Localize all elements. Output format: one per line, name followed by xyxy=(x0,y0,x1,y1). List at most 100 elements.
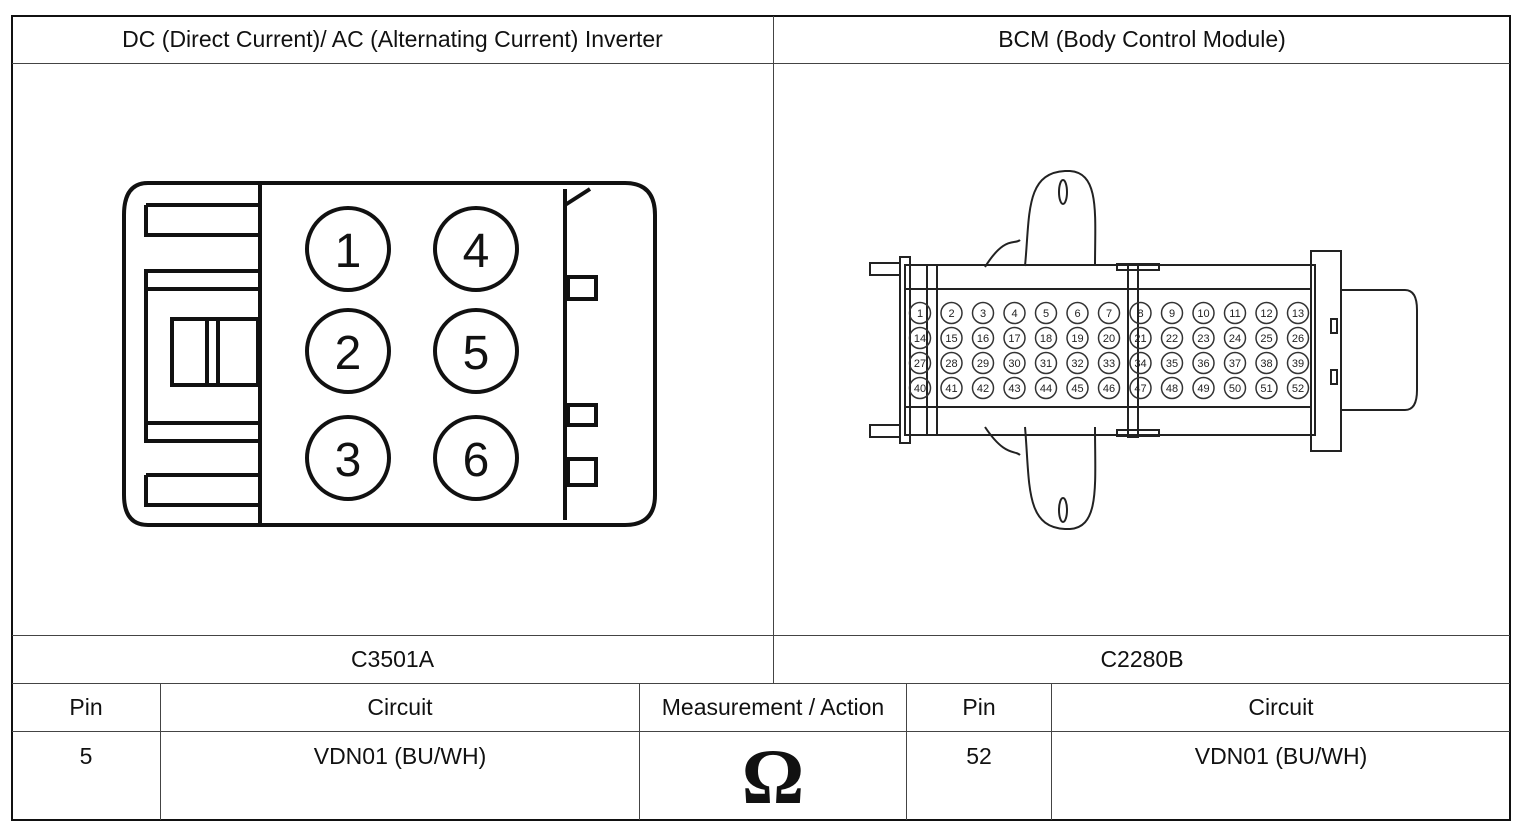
table-header-divider xyxy=(12,731,1510,732)
row-circuit-a: VDN01 (BU/WH) xyxy=(313,742,487,769)
pin-label: 4 xyxy=(463,225,490,278)
inverter-pins xyxy=(305,206,519,501)
bcm-pin-circle xyxy=(971,301,995,325)
bcm-pin-label: 8 xyxy=(1137,308,1143,320)
bcm-pin-label: 24 xyxy=(1229,333,1241,345)
bcm-pin-label: 51 xyxy=(1260,383,1272,395)
bcm-pin-circle xyxy=(908,351,932,375)
bcm-pin-label: 44 xyxy=(1040,383,1052,395)
bcm-pin-circle xyxy=(1034,376,1058,400)
pin-label: 1 xyxy=(335,225,362,278)
bcm-pin-circle xyxy=(971,376,995,400)
bcm-pin-label: 34 xyxy=(1134,358,1146,370)
bcm-pin-circle xyxy=(971,351,995,375)
bcm-pin-label: 32 xyxy=(1071,358,1083,370)
pin-label: 5 xyxy=(463,327,490,380)
bcm-pin-circle xyxy=(1066,351,1089,375)
bcm-pin-label: 35 xyxy=(1166,358,1178,370)
bcm-pin-label: 14 xyxy=(914,333,926,345)
bcm-pin-label: 9 xyxy=(1169,308,1175,320)
bcm-pin-circle xyxy=(1066,301,1089,325)
bcm-pin-circle xyxy=(940,326,963,350)
bcm-pin-label: 10 xyxy=(1197,308,1209,320)
bcm-pin-label: 2 xyxy=(948,308,954,320)
col-header-pin-a: Pin xyxy=(69,694,103,720)
bcm-pin-circle xyxy=(1286,376,1310,400)
bcm-pin-label: 48 xyxy=(1166,383,1178,395)
bcm-pin-circle xyxy=(1129,326,1152,350)
bcm-pin-circle xyxy=(908,376,932,400)
bcm-pin-label: 37 xyxy=(1229,358,1241,370)
ohm-measurement-icon: Ω xyxy=(741,733,805,820)
bcm-pin-circle xyxy=(1066,326,1089,350)
row-circuit-b: VDN01 (BU/WH) xyxy=(1194,742,1368,769)
pin-label: 2 xyxy=(335,327,362,380)
bcm-pin-label: 26 xyxy=(1292,333,1304,345)
bcm-pin-circle xyxy=(1160,326,1184,350)
header-divider xyxy=(12,63,1510,64)
bcm-pin-label: 27 xyxy=(914,358,926,370)
bcm-pin-circle xyxy=(1160,301,1184,325)
bcm-pin-circle xyxy=(1003,301,1026,325)
bcm-pin-circle xyxy=(1255,376,1278,400)
pin-5-circle xyxy=(433,308,519,394)
pin-label: 6 xyxy=(463,434,490,487)
bcm-pin-circle xyxy=(1255,326,1278,350)
bcm-pin-circle xyxy=(1097,351,1121,375)
bcm-pin-label: 31 xyxy=(1040,358,1052,370)
bcm-pin-circle xyxy=(1223,326,1247,350)
bcm-pin-circle xyxy=(1192,301,1215,325)
connector-id-divider xyxy=(12,683,1510,684)
bcm-pin-label: 16 xyxy=(977,333,989,345)
bcm-pin-label: 49 xyxy=(1197,383,1209,395)
bcm-pin-circle xyxy=(1003,376,1026,400)
col-divider-2 xyxy=(639,684,640,820)
bcm-pin-circle xyxy=(940,351,963,375)
bcm-pin-circle xyxy=(940,376,963,400)
col-divider-1 xyxy=(160,684,161,820)
bcm-pin-circle xyxy=(1160,376,1184,400)
col-divider-3 xyxy=(906,684,907,820)
bcm-pin-label: 17 xyxy=(1008,333,1020,345)
bcm-pin-label: 21 xyxy=(1134,333,1146,345)
bcm-pin-label: 52 xyxy=(1292,383,1304,395)
bcm-pin-label: 36 xyxy=(1197,358,1209,370)
bcm-pin-label: 22 xyxy=(1166,333,1178,345)
bcm-pin-label: 18 xyxy=(1040,333,1052,345)
bcm-pin-circle xyxy=(908,326,932,350)
bcm-pin-circle xyxy=(1034,326,1058,350)
bcm-pin-label: 50 xyxy=(1229,383,1241,395)
col-header-circuit-a: Circuit xyxy=(367,694,433,720)
col-divider-4 xyxy=(1051,684,1052,820)
pin-6-circle xyxy=(433,415,519,501)
bcm-pin-circle xyxy=(940,301,963,325)
bcm-pin-circle xyxy=(1129,351,1152,375)
bcm-pin-label: 45 xyxy=(1071,383,1083,395)
pin-3-circle xyxy=(305,415,391,501)
inverter-connector-diagram: 1 4 2 5 3 6 xyxy=(122,181,657,527)
bcm-pin-label: 6 xyxy=(1074,308,1080,320)
bcm-pin-label: 11 xyxy=(1229,308,1240,320)
col-header-measurement: Measurement / Action xyxy=(661,694,885,720)
pin-1-circle xyxy=(305,206,391,292)
mounting-tab-top xyxy=(1024,170,1097,267)
bcm-pin-label: 42 xyxy=(977,383,989,395)
bcm-pin-circle xyxy=(1034,351,1058,375)
col-header-circuit-b: Circuit xyxy=(1248,694,1314,720)
bcm-pin-circle xyxy=(1192,351,1215,375)
bcm-pin-circle xyxy=(1255,301,1278,325)
row-pin-a: 5 xyxy=(79,742,93,769)
bcm-pin-label: 41 xyxy=(945,383,957,395)
bcm-pin-label: 25 xyxy=(1260,333,1272,345)
bcm-pin-circle xyxy=(1286,301,1310,325)
bcm-pin-circle xyxy=(1066,376,1089,400)
mounting-tab-bottom xyxy=(1024,426,1097,530)
bcm-pin-label: 5 xyxy=(1043,308,1049,320)
pin-label: 3 xyxy=(335,434,362,487)
diagram-frame xyxy=(11,15,1511,821)
image-divider xyxy=(12,635,1510,636)
bcm-pin-circle xyxy=(1286,351,1310,375)
bcm-pin-label: 23 xyxy=(1197,333,1209,345)
bcm-pin-label: 38 xyxy=(1260,358,1272,370)
